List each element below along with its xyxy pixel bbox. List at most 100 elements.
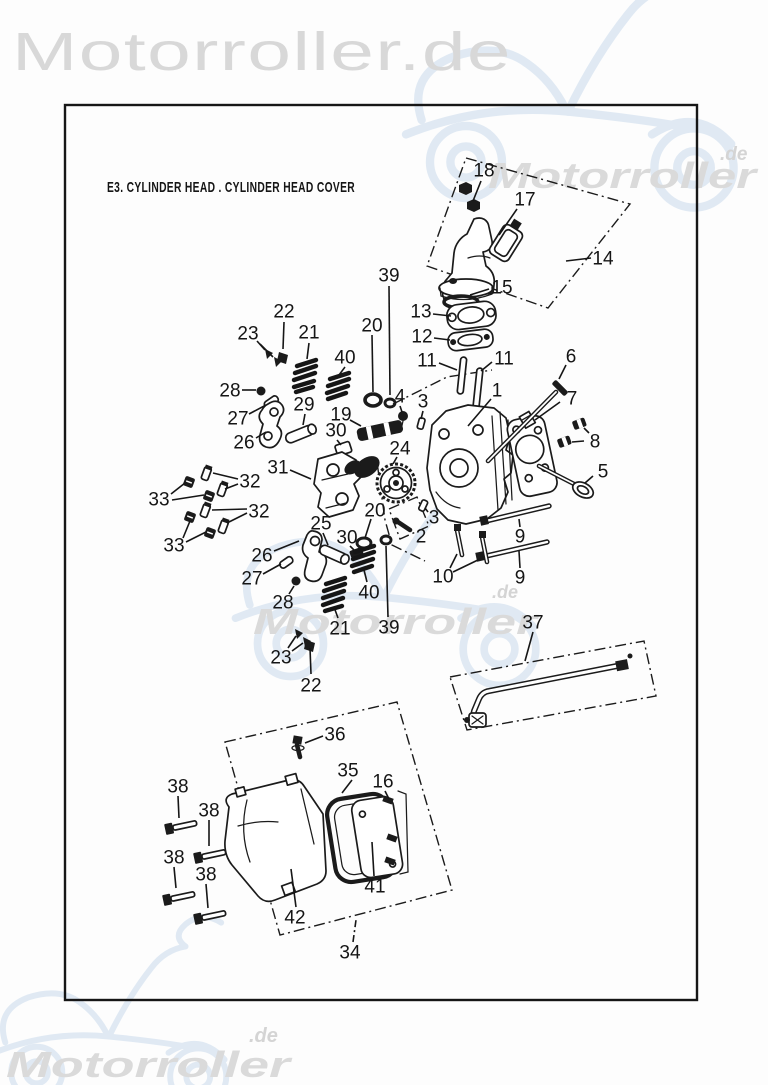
callout-13: 13 (410, 302, 431, 323)
leader-line-31 (289, 469, 312, 480)
callout-40: 40 (334, 348, 355, 369)
callout-3: 3 (429, 508, 440, 529)
leader-line-5 (584, 475, 594, 484)
leader-line-37 (524, 631, 534, 662)
leader-line-40 (338, 366, 346, 376)
leader-line-11 (480, 361, 493, 372)
callout-23: 23 (270, 648, 291, 669)
callout-39: 39 (378, 618, 399, 639)
adjusters-lower (184, 501, 230, 539)
leader-line-26 (273, 540, 300, 552)
gasket-12 (447, 328, 494, 352)
callout-37: 37 (522, 613, 543, 634)
callout-38: 38 (163, 848, 184, 869)
leader-line-33 (171, 494, 205, 501)
watermark-suffix-top-right: .de (720, 144, 748, 165)
leader-line-38 (177, 795, 180, 819)
breather-tube-box (449, 640, 657, 731)
plug-8 (572, 417, 587, 430)
stud-9 (479, 503, 552, 526)
intake-manifold (438, 217, 496, 310)
plate-41 (350, 795, 404, 879)
leader-line-13 (432, 313, 452, 317)
leader-line-38 (205, 883, 209, 909)
plug-8b (557, 435, 572, 448)
callout-9: 9 (515, 527, 526, 548)
leader-line-23 (259, 343, 274, 358)
leader-line-26 (255, 431, 267, 439)
pivot-27b (278, 555, 294, 569)
leader-line-15 (469, 288, 490, 296)
ball-28 (256, 386, 266, 396)
callout-29: 29 (293, 395, 314, 416)
valve-cover-42 (224, 772, 327, 903)
leader-line-11 (438, 362, 458, 371)
leader-line-10 (452, 558, 481, 573)
leader-line-32 (224, 483, 239, 490)
leader-line-22 (282, 321, 285, 350)
leader-line-4 (399, 405, 403, 413)
callout-17: 17 (514, 190, 535, 211)
watermark-text: Motorroller.de Motorroller .de Motorroll… (6, 22, 759, 1085)
leader-line-33 (185, 531, 207, 543)
rocker-arm-26b (301, 529, 328, 583)
leader-line-24 (392, 456, 398, 465)
callout-33: 33 (148, 490, 169, 511)
callout-36: 36 (324, 725, 345, 746)
o-ring-39b (379, 534, 393, 546)
callout-32: 32 (248, 502, 269, 523)
stud-9b (475, 539, 550, 562)
leader-line-8 (583, 427, 590, 434)
callout-25: 25 (310, 514, 331, 535)
callout-32: 32 (239, 472, 260, 493)
callout-21: 21 (298, 323, 319, 344)
breather-tube-37 (464, 653, 633, 728)
leader-line-32 (211, 508, 248, 511)
leader-line-34 (352, 919, 357, 943)
watermark-brand-top-right: Motorroller (488, 155, 759, 196)
callout-18: 18 (473, 161, 494, 182)
valve-keepers-bottom (295, 629, 315, 652)
stud-11b (472, 367, 484, 410)
valve-5 (536, 463, 595, 499)
callout-42: 42 (284, 908, 305, 929)
leader-line-28 (288, 585, 295, 595)
leader-line-40 (363, 569, 368, 583)
leader-line-36 (304, 735, 324, 744)
leader-line-32 (212, 472, 239, 480)
dowel-3b (417, 499, 429, 512)
insulator-13 (446, 300, 497, 331)
valve-spring-21 (291, 357, 319, 395)
rocker-shaft-29 (284, 423, 318, 444)
leader-line-6 (558, 364, 567, 380)
leader-line-12 (433, 337, 451, 341)
callout-30: 30 (336, 528, 357, 549)
nut-18 (459, 182, 472, 195)
leader-line-21 (333, 606, 339, 619)
leader-line-21 (306, 342, 310, 360)
callout-41: 41 (364, 877, 385, 898)
leader-line-41 (371, 841, 375, 877)
callout-23: 23 (237, 324, 258, 345)
callout-3: 3 (418, 392, 429, 413)
leader-line-7 (534, 401, 561, 421)
leader-line-8 (571, 440, 585, 443)
leader-line-17 (498, 208, 518, 236)
leader-line-19 (349, 419, 362, 427)
dowel-3 (416, 417, 426, 431)
callout-35: 35 (337, 761, 358, 782)
leader-line-33 (170, 482, 186, 495)
page-title: E3. CYLINDER HEAD . CYLINDER HEAD COVER (107, 179, 355, 196)
watermark-top-left: Motorroller.de (12, 22, 512, 82)
adjusters-upper (183, 464, 229, 502)
callout-2: 2 (416, 527, 427, 548)
callout-21: 21 (329, 619, 350, 640)
parts-artwork (162, 182, 633, 925)
cam-sprocket-24 (375, 462, 417, 504)
valve-spring-40b (349, 543, 377, 575)
diagram-border (63, 103, 699, 1002)
nut-18b (467, 199, 480, 212)
callout-22: 22 (300, 676, 321, 697)
